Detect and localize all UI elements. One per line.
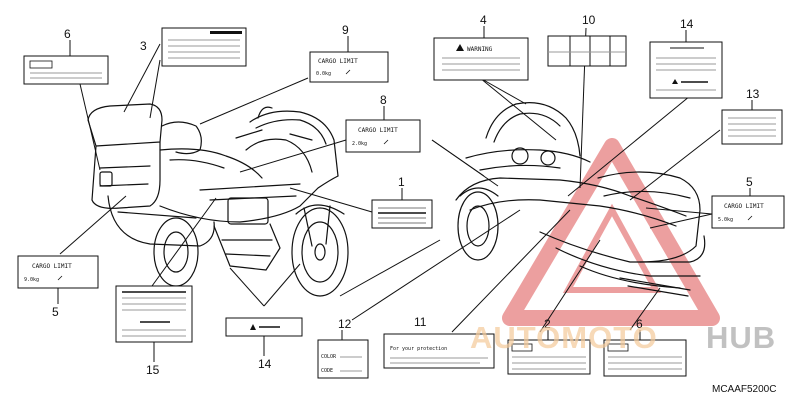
label-2	[507, 339, 591, 375]
label-8-weight: 0.0kg	[316, 71, 331, 77]
label-5-right-title: CARGO LIMIT	[724, 203, 764, 210]
motorcycle-left-drawing	[87, 103, 349, 297]
label-6-right	[603, 339, 687, 377]
label-8: CARGO LIMIT 0.0kg	[309, 51, 389, 83]
motorcycle-right-drawing	[455, 102, 706, 297]
watermark-triangle-outer	[502, 138, 720, 326]
label-5-right-weight: 5.0kg	[718, 217, 733, 223]
label-15	[115, 285, 193, 343]
callout-numbers: 3 6 9 8 1 4 10 14 13 5 5 15 14 12 11 2 6	[52, 13, 760, 377]
label-7-title: CARGO LIMIT	[358, 127, 398, 134]
label-4-warning: WARNING	[467, 46, 493, 53]
callout-12: 13	[746, 87, 760, 101]
label-9	[547, 35, 627, 67]
label-1	[371, 199, 433, 229]
callout-1: 1	[398, 175, 405, 189]
callout-13: 14	[680, 17, 694, 31]
label-6-left	[23, 55, 109, 85]
diagram-code: MCAAF5200C	[712, 384, 776, 395]
label-7: CARGO LIMIT 2.0kg	[345, 119, 421, 153]
callout-6-right: 6	[636, 317, 643, 331]
label-14	[225, 317, 303, 337]
callout-5-right: 5	[746, 175, 753, 189]
callout-6-left: 6	[64, 27, 71, 41]
callout-7: 8	[380, 93, 387, 107]
leader-lines	[59, 27, 721, 333]
label-5-right: CARGO LIMIT 5.0kg	[711, 195, 785, 229]
watermark-text: AUTOMOTO HUB	[470, 320, 776, 355]
callout-8: 9	[342, 23, 349, 37]
label-8-title: CARGO LIMIT	[318, 58, 358, 65]
label-4: WARNING	[433, 37, 529, 81]
label-5-left-weight: 9.0kg	[24, 277, 39, 283]
label-10: For your protection	[383, 333, 495, 369]
callout-4: 4	[480, 13, 487, 27]
label-11: COLOR CODE	[317, 339, 369, 379]
label-12	[721, 109, 783, 145]
callout-15: 15	[146, 363, 160, 377]
callout-2: 2	[544, 317, 551, 331]
callout-5-left: 5	[52, 305, 59, 319]
callout-10: 11	[414, 315, 427, 329]
label-11-code: CODE	[321, 368, 333, 374]
watermark-triangle-inner	[562, 203, 662, 293]
watermark-text-hub: HUB	[706, 320, 776, 355]
callout-9: 10	[582, 13, 596, 27]
label-10-text: For your protection	[390, 346, 447, 352]
label-11-color: COLOR	[321, 354, 337, 360]
label-13	[649, 41, 723, 99]
watermark-text-automoto: AUTOMOTO	[470, 320, 658, 355]
label-5-left: CARGO LIMIT 9.0kg	[17, 255, 99, 289]
callout-3: 3	[140, 39, 147, 53]
callout-14: 14	[258, 357, 272, 371]
label-5-left-title: CARGO LIMIT	[32, 263, 72, 270]
callout-11: 12	[338, 317, 352, 331]
label-7-weight: 2.0kg	[352, 141, 367, 147]
label-3	[161, 27, 247, 67]
watermark-logo	[502, 138, 720, 326]
